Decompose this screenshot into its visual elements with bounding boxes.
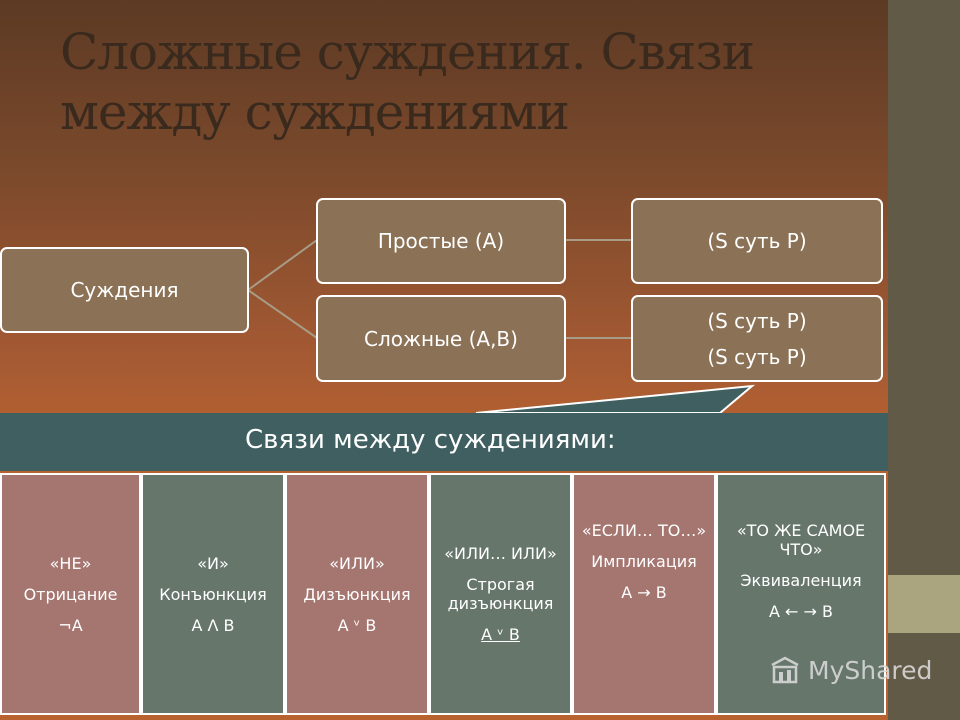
title-line-1: Сложные суждения. Связи [60, 23, 755, 81]
node-simple-label: Простые (A) [377, 229, 505, 253]
connective-and-word: «И» [197, 553, 229, 573]
connector-root-complex [247, 289, 318, 339]
node-complex-formula: (S суть P) (S суть P) [631, 295, 883, 382]
node-simple-formula-label: (S суть P) [707, 229, 807, 253]
connective-and-formula: A Λ B [191, 615, 235, 635]
connectives-band [0, 413, 888, 471]
connective-implication-name: Импликация [591, 552, 697, 571]
watermark: MyShared [768, 655, 932, 685]
connective-not-name: Отрицание [23, 584, 118, 604]
connective-or: «ИЛИ» Дизъюнкция A ᵛ B [285, 473, 429, 715]
node-judgments: Суждения [0, 247, 249, 333]
node-complex-formula-label-2: (S суть P) [707, 344, 807, 369]
connective-and: «И» Конъюнкция A Λ B [141, 473, 285, 715]
myshared-logo-icon [771, 656, 799, 684]
connective-implication: «ЕСЛИ… ТО…» Импликация A → B [572, 473, 716, 715]
connective-equivalence-name: Эквиваленция [740, 571, 862, 590]
connective-or-word: «ИЛИ» [329, 553, 385, 573]
right-strip-top [888, 0, 960, 575]
connective-or-formula: A ᵛ B [337, 615, 377, 635]
node-complex: Сложные (A,B) [316, 295, 566, 382]
connective-equivalence-word: «ТО ЖЕ САМОЕ ЧТО» [736, 521, 866, 559]
right-strip-middle [888, 575, 960, 633]
connective-not-word: «НЕ» [49, 553, 92, 573]
connective-equivalence-formula: A ← → B [769, 602, 833, 621]
node-simple: Простые (A) [316, 198, 566, 284]
title-line-2: между суждениями [60, 83, 570, 141]
connective-not-formula: ¬A [58, 615, 83, 635]
node-simple-formula: (S суть P) [631, 198, 883, 284]
connective-implication-word: «ЕСЛИ… ТО…» [581, 521, 707, 540]
connective-xor-formula: A ᵛ B [481, 625, 520, 644]
slide-title: Сложные суждения. Связи между суждениями [60, 22, 860, 142]
connective-xor: «ИЛИ… ИЛИ» Строгая дизъюнкция A ᵛ B [429, 473, 572, 715]
connective-implication-formula: A → B [621, 583, 667, 602]
node-complex-formula-label-1: (S суть P) [707, 308, 807, 333]
connector-root-simple [247, 239, 318, 291]
connective-or-name: Дизъюнкция [303, 584, 411, 604]
connective-xor-word: «ИЛИ… ИЛИ» [444, 544, 557, 563]
connective-and-name: Конъюнкция [159, 584, 267, 604]
connective-equivalence: «ТО ЖЕ САМОЕ ЧТО» Эквиваленция A ← → B [716, 473, 886, 715]
connective-xor-name: Строгая дизъюнкция [447, 575, 554, 613]
watermark-text: MyShared [808, 655, 933, 685]
node-complex-label: Сложные (A,B) [364, 326, 518, 351]
node-judgments-label: Суждения [70, 278, 179, 302]
connectives-band-label: Связи между суждениями: [245, 425, 616, 455]
right-strip-bottom [888, 633, 960, 720]
callout-pointer [475, 384, 756, 414]
connective-not: «НЕ» Отрицание ¬A [0, 473, 141, 715]
